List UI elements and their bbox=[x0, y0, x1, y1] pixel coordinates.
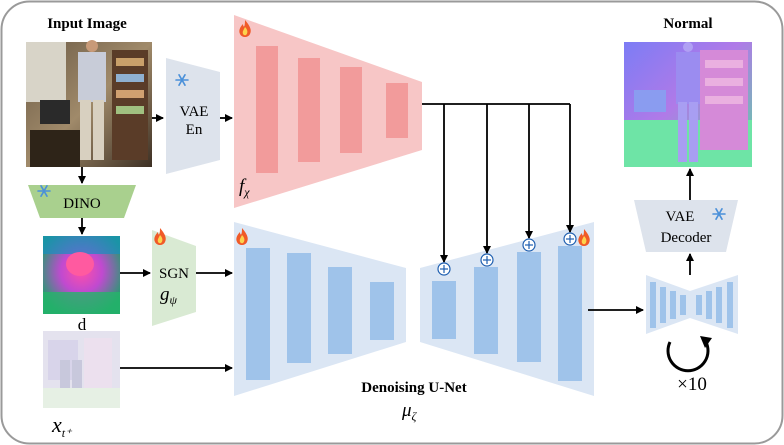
encoder-bar-2 bbox=[298, 58, 320, 162]
vae-encoder-block bbox=[166, 58, 220, 174]
encoder-bar-3 bbox=[340, 67, 362, 153]
unet-bar-3 bbox=[328, 267, 352, 354]
snowflake-icon bbox=[37, 74, 726, 220]
encoder-bar-4 bbox=[386, 83, 408, 138]
mu-zeta-label: μζ bbox=[401, 400, 418, 423]
circled-plus-crosses bbox=[440, 235, 574, 273]
vae-decoder-label-2: Decoder bbox=[661, 230, 712, 246]
dino-feature-map bbox=[43, 236, 120, 314]
input-image-thumbnail bbox=[26, 40, 152, 167]
loop-icon bbox=[666, 336, 712, 373]
encoder-f-chi-trapezoid bbox=[234, 15, 422, 208]
denoising-unet-label: Denoising U-Net bbox=[361, 380, 466, 396]
refinement-bowtie-left bbox=[646, 275, 690, 334]
unet-bar-7 bbox=[517, 252, 541, 362]
encoder-bar-1 bbox=[256, 46, 278, 173]
bowtie-bar-3 bbox=[670, 291, 676, 319]
vae-decoder-block bbox=[634, 200, 738, 252]
vae-encoder-label-2: En bbox=[186, 122, 203, 138]
flame-icon bbox=[154, 20, 590, 246]
dino-label: DINO bbox=[63, 196, 101, 212]
times-ten-label: ×10 bbox=[677, 374, 707, 395]
unet-bar-4 bbox=[370, 282, 394, 340]
sgn-block bbox=[152, 230, 196, 326]
unet-bar-6 bbox=[474, 267, 498, 354]
bowtie-bar-5 bbox=[696, 295, 702, 315]
unet-decoder-trapezoid bbox=[420, 222, 594, 396]
unet-encoder-trapezoid bbox=[234, 222, 406, 396]
f-chi-label: fχ bbox=[239, 176, 250, 199]
unet-bar-5 bbox=[432, 281, 456, 339]
vae-encoder-label-1: VAE bbox=[180, 104, 209, 120]
input-image-title: Input Image bbox=[47, 16, 127, 32]
unet-bar-2 bbox=[287, 253, 311, 363]
normal-title: Normal bbox=[663, 16, 712, 32]
bowtie-bar-6 bbox=[706, 291, 712, 319]
x-t-label: xt⁺ bbox=[51, 412, 73, 440]
bowtie-bar-8 bbox=[727, 282, 733, 328]
refinement-bowtie-right bbox=[690, 275, 738, 334]
bowtie-bar-2 bbox=[660, 287, 666, 323]
vae-decoder-label-1: VAE bbox=[666, 209, 695, 225]
unet-bar-8 bbox=[558, 246, 582, 381]
connector-arrows bbox=[78, 103, 694, 372]
sgn-label: SGN bbox=[159, 266, 189, 282]
normal-output-thumbnail bbox=[624, 42, 752, 167]
bowtie-bar-7 bbox=[716, 287, 722, 323]
g-psi-label: gψ bbox=[160, 284, 178, 307]
noisy-normal-thumbnail bbox=[43, 331, 120, 408]
d-label: d bbox=[78, 315, 87, 334]
bowtie-bar-1 bbox=[650, 282, 656, 328]
dino-block bbox=[28, 185, 136, 218]
bowtie-bar-4 bbox=[680, 295, 686, 315]
unet-bar-1 bbox=[246, 248, 270, 380]
